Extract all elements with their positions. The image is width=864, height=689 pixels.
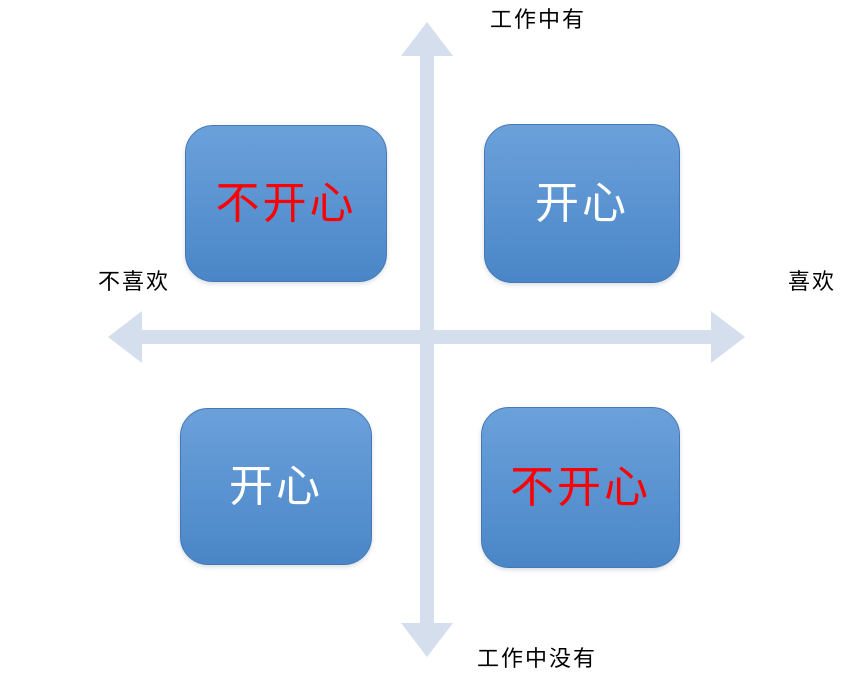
quadrant-label-top-right: 开心 bbox=[535, 178, 629, 228]
quadrant-label-top-left: 不开心 bbox=[215, 178, 357, 228]
axis-label-top: 工作中有 bbox=[490, 7, 587, 32]
axis-label-left: 不喜欢 bbox=[98, 269, 171, 294]
quadrant-label-bottom-left: 开心 bbox=[229, 461, 323, 511]
axis-label-right: 喜欢 bbox=[788, 269, 837, 294]
quadrant-box-bottom-left: 开心 bbox=[180, 408, 372, 565]
quadrant-box-top-left: 不开心 bbox=[185, 125, 387, 282]
axis-label-bottom: 工作中没有 bbox=[477, 646, 598, 671]
quadrant-box-top-right: 开心 bbox=[484, 124, 680, 283]
quadrant-label-bottom-right: 不开心 bbox=[510, 462, 651, 512]
quadrant-box-bottom-right: 不开心 bbox=[481, 407, 680, 568]
horizontal-axis-arrow bbox=[108, 311, 745, 363]
